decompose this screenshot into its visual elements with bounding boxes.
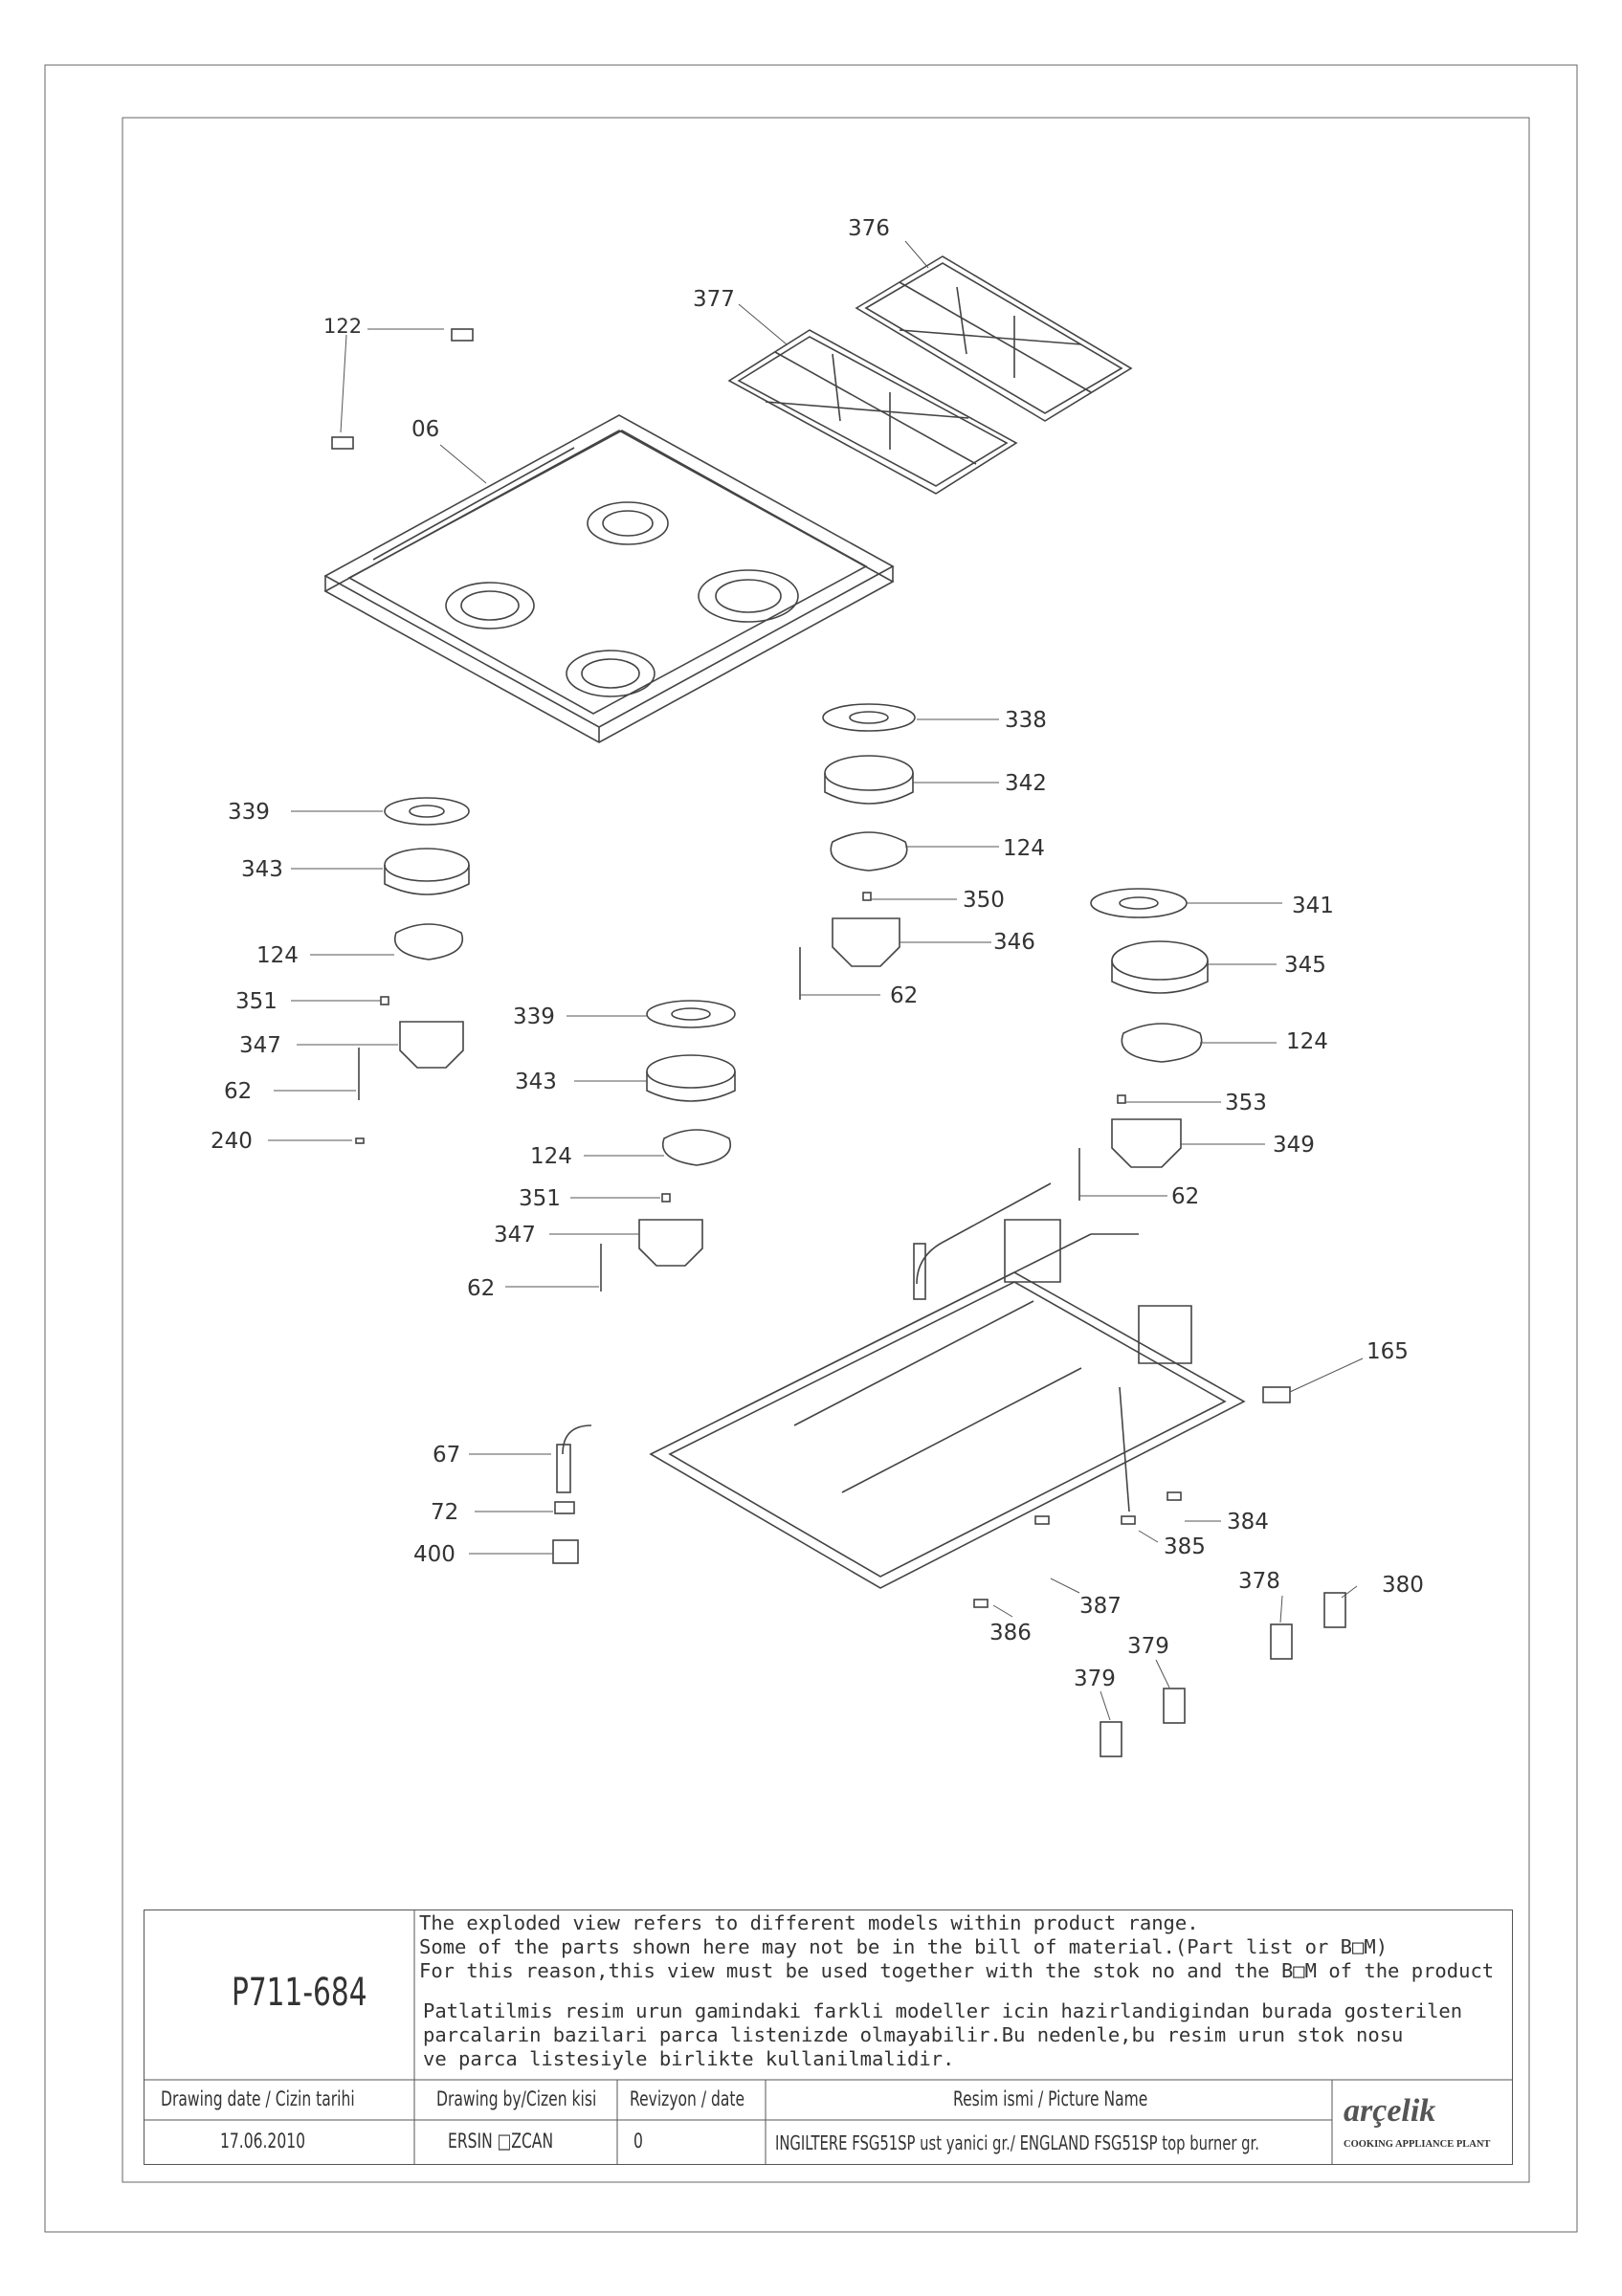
inner-frame <box>122 117 1530 2183</box>
burner-group-left <box>355 797 470 1144</box>
clip-122 <box>331 328 474 450</box>
burner-group-lower <box>600 1000 736 1292</box>
callout-379-right: 379 <box>1127 1634 1169 1659</box>
callout-338: 338 <box>1005 708 1047 733</box>
callout-384: 384 <box>1227 1510 1269 1534</box>
title-block: P711-684 The exploded view refers to dif… <box>144 1910 1513 2165</box>
callout-343-lower: 343 <box>515 1070 557 1094</box>
callout-124-lower: 124 <box>530 1144 572 1169</box>
callout-62-center: 62 <box>890 983 918 1008</box>
note-english: The exploded view refers to different mo… <box>419 1911 1494 1983</box>
note-tr-line-2: parcalarin bazilari parca listenizde olm… <box>423 2023 1404 2046</box>
hob-top-panel <box>323 414 895 743</box>
callout-377: 377 <box>693 287 735 312</box>
callout-62-left: 62 <box>224 1079 252 1104</box>
callout-379-left: 379 <box>1074 1667 1116 1691</box>
callout-342: 342 <box>1005 771 1047 796</box>
note-turkish: Patlatilmis resim urun gamindaki farkli … <box>423 1999 1462 2071</box>
callout-400: 400 <box>413 1542 455 1567</box>
callout-labels: 376 377 122 06 338 342 124 350 346 62 34… <box>211 216 1424 1691</box>
burner-group-center <box>799 703 916 1000</box>
callout-353: 353 <box>1225 1091 1267 1115</box>
header-drawing-date: Drawing date / Cizin tarihi <box>161 2087 355 2110</box>
callout-378: 378 <box>1238 1569 1280 1594</box>
callout-06: 06 <box>411 417 439 442</box>
drawing-number: P711-684 <box>232 1971 367 2015</box>
callout-72: 72 <box>431 1500 458 1525</box>
burner-group-right <box>1078 888 1209 1201</box>
callout-347-left: 347 <box>239 1033 281 1058</box>
callout-67: 67 <box>433 1443 460 1468</box>
leader-lines <box>268 240 1364 1721</box>
callout-122: 122 <box>323 315 362 338</box>
logo-plant-text: COOKING APPLIANCE PLANT <box>1344 2139 1491 2150</box>
value-drawing-date: 17.06.2010 <box>220 2130 305 2152</box>
header-picture-name: Resim ismi / Picture Name <box>953 2087 1148 2110</box>
callout-339-left: 339 <box>228 800 270 825</box>
note-tr-line-3: ve parca listesiyle birlikte kullanilmal… <box>423 2047 955 2070</box>
value-picture-name: INGILTERE FSG51SP ust yanici gr./ ENGLAN… <box>775 2131 1259 2154</box>
callout-385: 385 <box>1164 1534 1206 1559</box>
callout-124-center: 124 <box>1003 836 1045 861</box>
logo-brand-mark: arçelik <box>1344 2093 1436 2129</box>
callout-240: 240 <box>211 1129 253 1154</box>
grate-377 <box>727 329 1018 495</box>
gas-manifold-frame <box>552 1182 1246 1589</box>
callout-351-lower: 351 <box>519 1186 561 1211</box>
note-en-line-3: For this reason,this view must be used t… <box>419 1959 1495 1982</box>
callout-339-lower: 339 <box>513 1004 555 1029</box>
value-revision: 0 <box>633 2130 643 2152</box>
value-drawing-by: ERSIN □ZCAN <box>448 2130 554 2152</box>
callout-376: 376 <box>848 216 890 241</box>
note-tr-line-1: Patlatilmis resim urun gamindaki farkli … <box>423 1999 1463 2022</box>
callout-62-right: 62 <box>1171 1184 1199 1209</box>
callout-380: 380 <box>1382 1573 1424 1598</box>
callout-349: 349 <box>1273 1133 1315 1158</box>
callout-124-left: 124 <box>256 943 299 968</box>
arcelik-logo: arçelik COOKING APPLIANCE PLANT <box>1340 2086 1508 2160</box>
tap-clips <box>973 1386 1346 1757</box>
note-en-line-1: The exploded view refers to different mo… <box>419 1911 1199 1934</box>
callout-387: 387 <box>1079 1594 1122 1619</box>
callout-343-left: 343 <box>241 857 283 882</box>
callout-386: 386 <box>989 1621 1032 1645</box>
callout-350: 350 <box>963 888 1005 913</box>
callout-347-lower: 347 <box>494 1223 536 1247</box>
callout-62-lower: 62 <box>467 1276 495 1301</box>
outer-frame <box>44 64 1578 2233</box>
header-revision: Revizyon / date <box>630 2087 745 2110</box>
callout-124-right: 124 <box>1286 1029 1328 1054</box>
header-drawing-by: Drawing by/Cizen kisi <box>436 2087 597 2110</box>
grate-376 <box>855 255 1133 422</box>
callout-346: 346 <box>993 930 1035 955</box>
note-en-line-2: Some of the parts shown here may not be … <box>419 1935 1389 1958</box>
callout-165: 165 <box>1366 1339 1409 1364</box>
callout-341: 341 <box>1292 894 1334 918</box>
callout-345: 345 <box>1284 953 1326 978</box>
callout-351-left: 351 <box>235 989 278 1014</box>
